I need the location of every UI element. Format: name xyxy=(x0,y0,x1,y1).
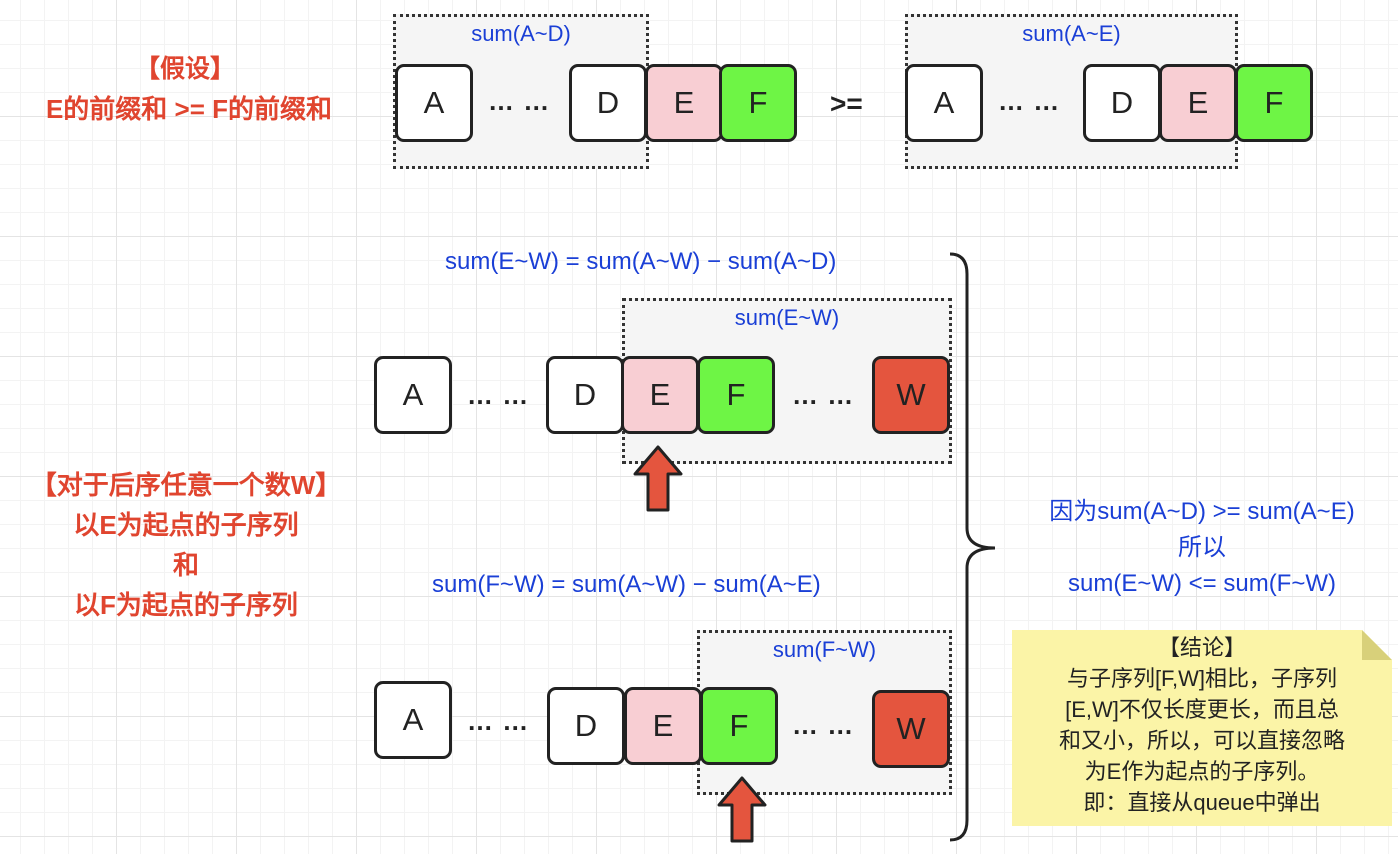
conclusion-title: 【结论】 xyxy=(1157,635,1246,660)
greater-equal-operator: >= xyxy=(830,88,863,119)
cell-a: A xyxy=(905,64,983,142)
cell-f: F xyxy=(700,687,778,765)
cell-d: D xyxy=(1083,64,1161,142)
subsequence-line-f: 以F为起点的子序列 xyxy=(74,590,298,620)
conclusion-note xyxy=(1012,630,1392,826)
cell-f: F xyxy=(1235,64,1313,142)
group-label-sum-a-e: sum(A~E) xyxy=(1022,21,1121,46)
up-arrow-icon xyxy=(633,445,683,512)
up-arrow-icon xyxy=(717,776,767,843)
conclusion-note-text: 【结论】 与子序列[F,W]相比，子序列 [E,W]不仅长度更长，而且总 和又小… xyxy=(1012,632,1386,818)
group-label-sum-a-d: sum(A~D) xyxy=(471,21,571,46)
conclusion-line: 与子序列[F,W]相比，子序列 xyxy=(1066,666,1338,691)
cell-w: W xyxy=(872,356,950,434)
subsequence-line-e: 以E为起点的子序列 xyxy=(73,510,299,540)
ellipsis: … … xyxy=(998,86,1061,116)
formula-sum-f-w: sum(F~W) = sum(A~W) − sum(A~E) xyxy=(432,571,821,598)
cell-e: E xyxy=(645,64,723,142)
reasoning-because: 因为sum(A~D) >= sum(A~E) xyxy=(1049,498,1355,525)
reasoning-result: sum(E~W) <= sum(F~W) xyxy=(1067,570,1337,597)
ellipsis: … … xyxy=(467,380,530,410)
ellipsis: … … xyxy=(792,380,855,410)
cell-d: D xyxy=(546,356,624,434)
cell-w: W xyxy=(872,690,950,768)
subsequence-line-and: 和 xyxy=(172,550,199,580)
ellipsis: … … xyxy=(488,86,551,116)
cell-d: D xyxy=(547,687,625,765)
cell-d: D xyxy=(569,64,647,142)
cell-a: A xyxy=(374,356,452,434)
subsequence-heading: 【对于后序任意一个数W】 xyxy=(30,470,342,500)
conclusion-line: 和又小，所以，可以直接忽略 xyxy=(1058,728,1345,753)
reasoning-therefore: 所以 xyxy=(1178,534,1226,561)
cell-a: A xyxy=(395,64,473,142)
cell-e: E xyxy=(624,687,702,765)
cell-f: F xyxy=(697,356,775,434)
conclusion-line: 为E作为起点的子序列。 xyxy=(1084,759,1320,784)
group-label-sum-e-w: sum(E~W) xyxy=(734,305,840,330)
cell-e: E xyxy=(621,356,699,434)
assumption-statement: E的前缀和 >= F的前缀和 xyxy=(45,94,333,124)
formula-sum-e-w: sum(E~W) = sum(A~W) − sum(A~D) xyxy=(445,248,837,275)
conclusion-line: [E,W]不仅长度更长，而且总 xyxy=(1065,697,1339,722)
curly-brace xyxy=(949,252,996,842)
cell-e: E xyxy=(1159,64,1237,142)
conclusion-line: 即：直接从queue中弹出 xyxy=(1083,790,1321,815)
ellipsis: … … xyxy=(792,710,855,740)
group-label-sum-f-w: sum(F~W) xyxy=(772,637,877,662)
ellipsis: … … xyxy=(467,706,530,736)
cell-f: F xyxy=(719,64,797,142)
cell-a: A xyxy=(374,681,452,759)
assumption-title: 【假设】 xyxy=(134,55,235,83)
